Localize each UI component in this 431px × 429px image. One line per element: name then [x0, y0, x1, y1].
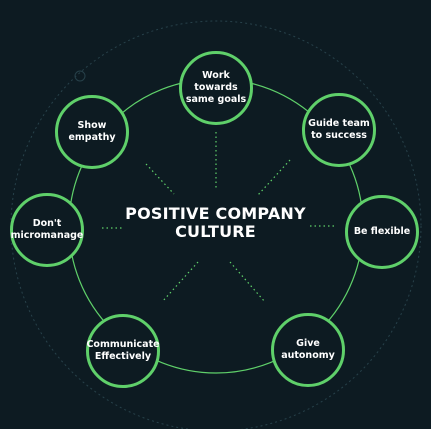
center-title: POSITIVE COMPANY CULTURE — [125, 204, 306, 242]
node-be-flexible: Be flexible — [345, 195, 419, 269]
node-communicate-effectively: Communicate Effectively — [86, 314, 160, 388]
outer-faint-ring — [10, 20, 422, 429]
node-work-towards-same-goals: Work towards same goals — [179, 51, 253, 125]
node-give-autonomy: Give autonomy — [271, 313, 345, 387]
node-dont-micromanage: Don't micromanage — [10, 193, 84, 267]
connector-lower-right — [229, 261, 266, 303]
connector-lower-left — [161, 261, 199, 303]
connector-upper-left — [145, 163, 175, 195]
small-ring-accent — [74, 70, 86, 82]
node-guide-team-to-success: Guide team to success — [302, 93, 376, 167]
node-show-empathy: Show empathy — [55, 95, 129, 169]
connector-upper-right — [257, 159, 291, 196]
